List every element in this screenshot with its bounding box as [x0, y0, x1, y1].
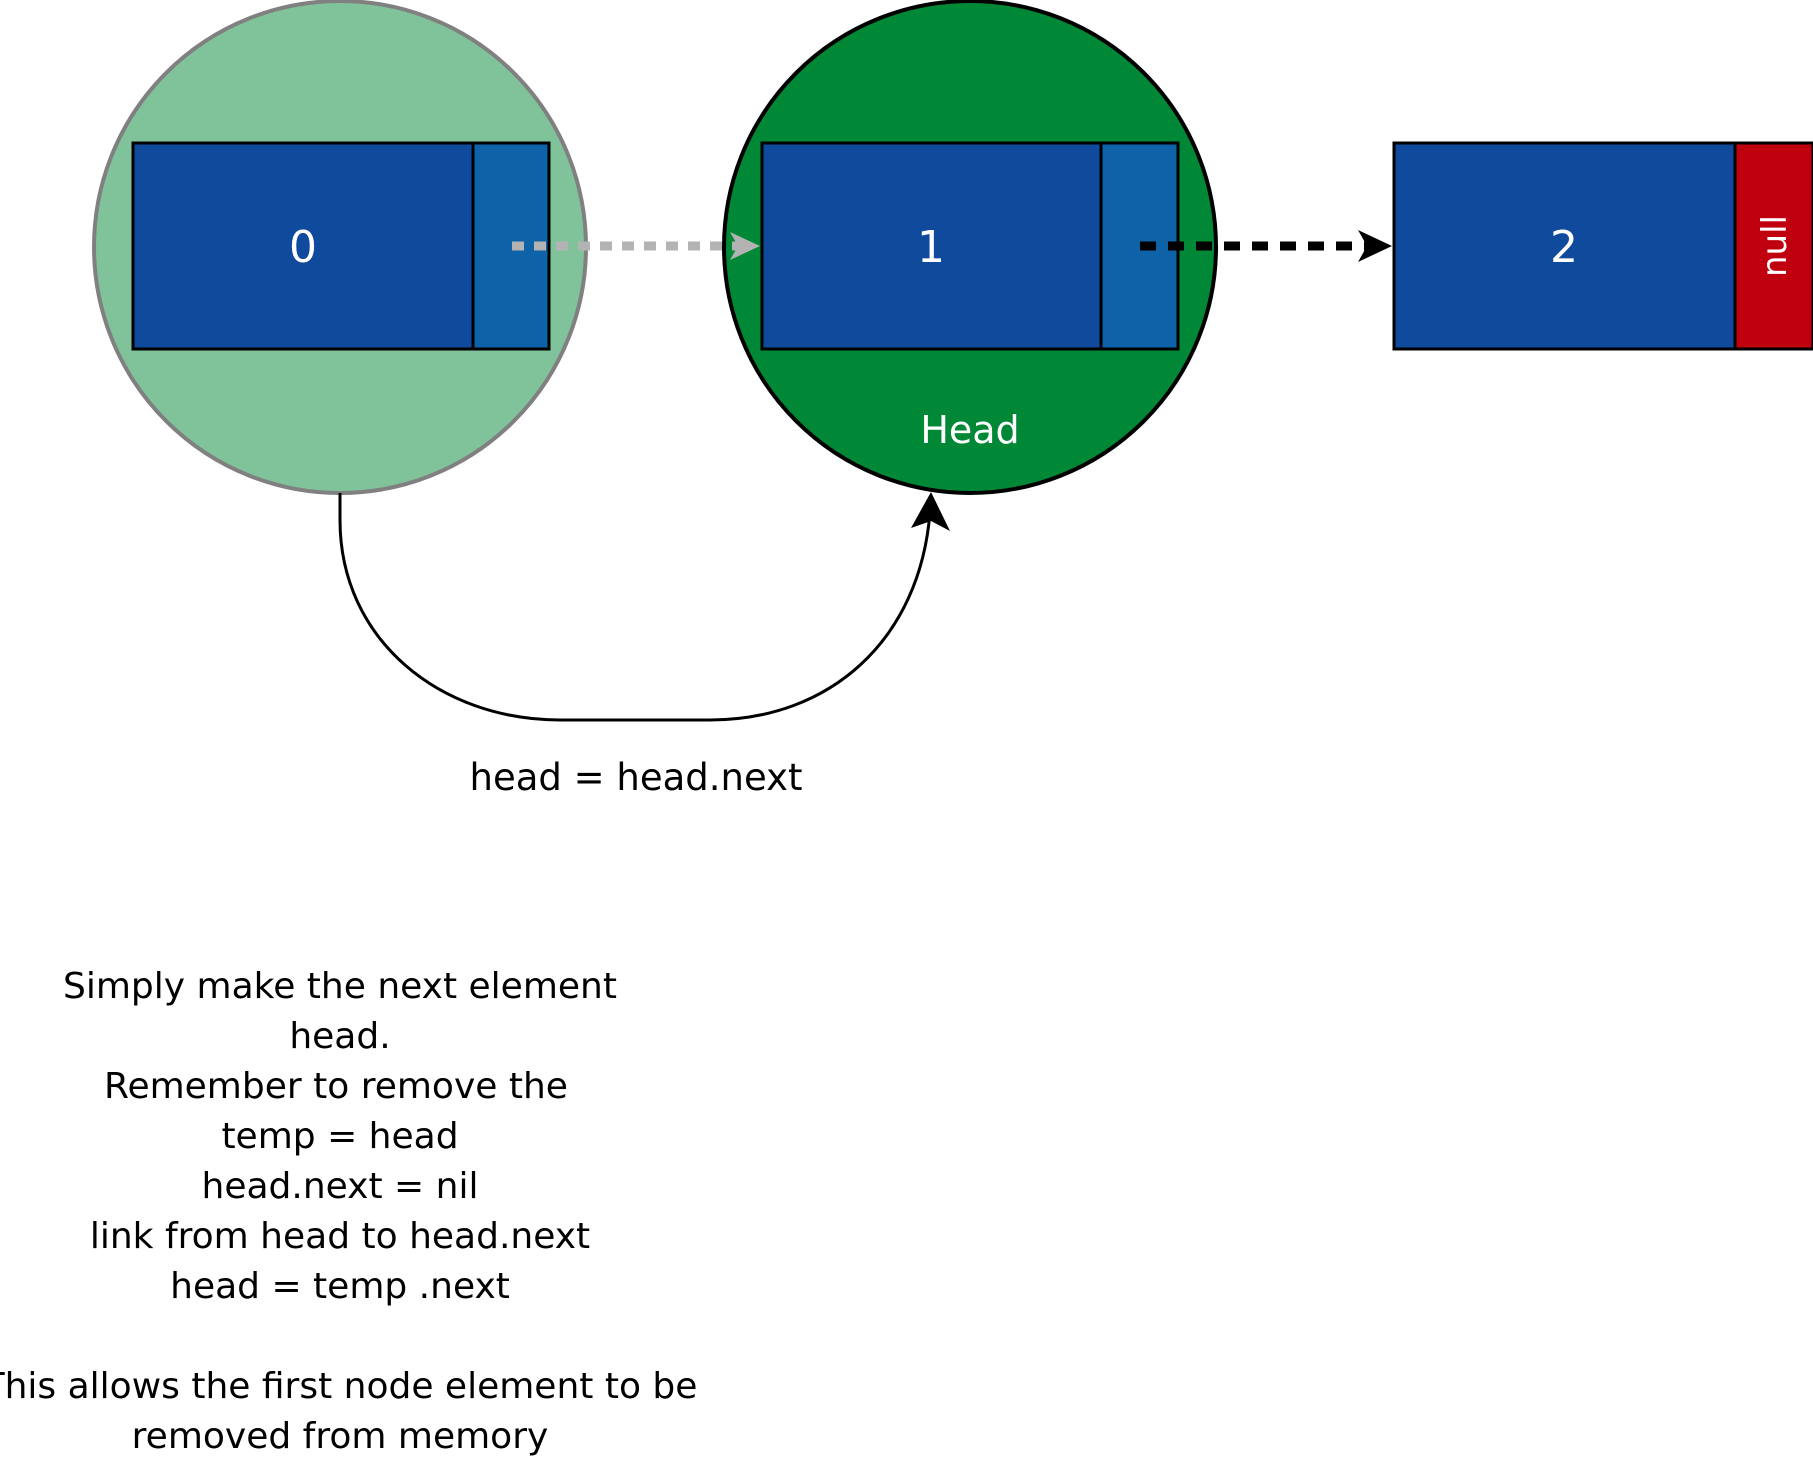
head-move-arrowhead [911, 492, 950, 531]
node-2-data-cell [1392, 141, 1737, 351]
explanation-note: Simply make the next element head. Remem… [0, 966, 697, 1457]
head-move-arrow [338, 493, 932, 722]
note-line: This allows the first node element to be [0, 1366, 697, 1407]
note-line: Simply make the next element [63, 966, 617, 1007]
note-line: temp = head [221, 1116, 458, 1157]
node-1-pointer-cell [1099, 141, 1180, 351]
note-line: head. [289, 1016, 390, 1057]
head-label: Head [920, 408, 1019, 452]
node-1: 1 [760, 141, 1180, 351]
node-0: 0 [131, 141, 551, 351]
note-line: Remember to remove the [104, 1066, 568, 1107]
node-2-value: 2 [1550, 222, 1578, 273]
note-line: link from head to head.next [90, 1216, 590, 1257]
node-2: 2 null [1392, 141, 1813, 351]
node-0-data-cell [131, 141, 475, 351]
operation-caption: head = head.next [470, 756, 803, 799]
old-link-arrowhead [730, 232, 760, 260]
node-1-value: 1 [917, 222, 945, 273]
null-pointer-cell [1733, 141, 1813, 351]
note-line: removed from memory [132, 1416, 549, 1457]
node-0-value: 0 [289, 222, 317, 273]
note-line: head.next = nil [202, 1166, 479, 1207]
next-link-arrowhead [1358, 230, 1392, 262]
null-label: null [1755, 215, 1795, 277]
note-line: head = temp .next [170, 1266, 510, 1307]
